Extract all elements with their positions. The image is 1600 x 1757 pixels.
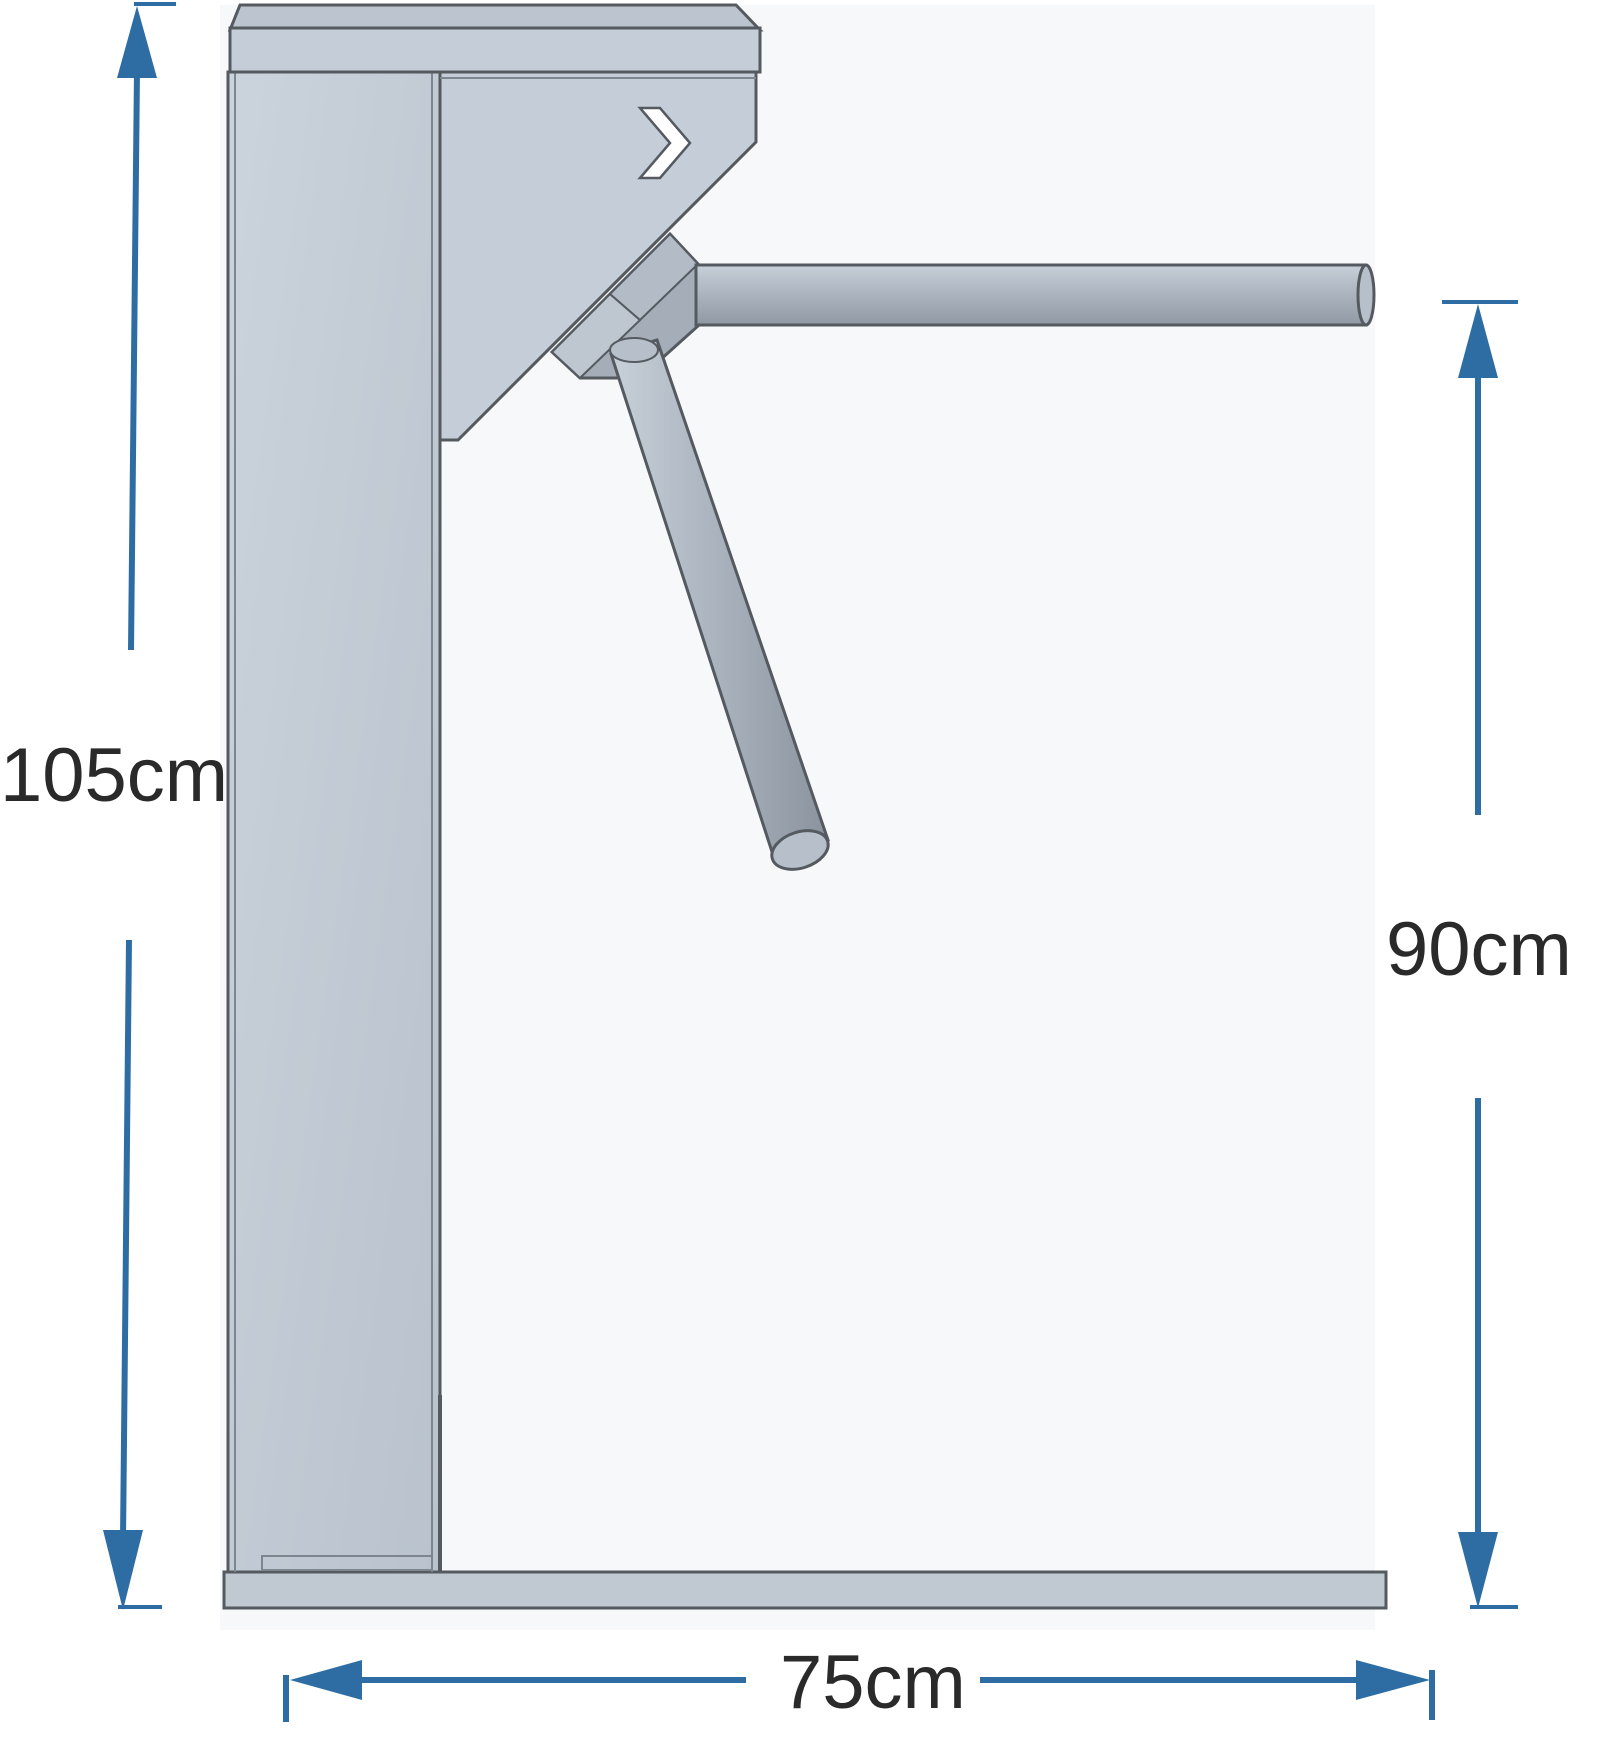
dimension-line-total-height (103, 2, 176, 1610)
dimension-line-width (283, 1660, 1435, 1722)
chevron-right-icon (637, 106, 692, 180)
total-height-label: 105cm (0, 733, 229, 818)
dimension-line-arm-height (1442, 300, 1518, 1609)
arm-height-label: 90cm (1386, 907, 1572, 992)
base-plate (222, 1570, 1388, 1610)
diagonal-arm (609, 337, 830, 871)
horizontal-arm (694, 263, 1376, 327)
width-label: 75cm (780, 1640, 966, 1725)
turnstile-column (226, 70, 442, 1574)
head-housing (438, 70, 758, 442)
top-cap (227, 3, 764, 74)
rotor-hub (549, 231, 700, 380)
